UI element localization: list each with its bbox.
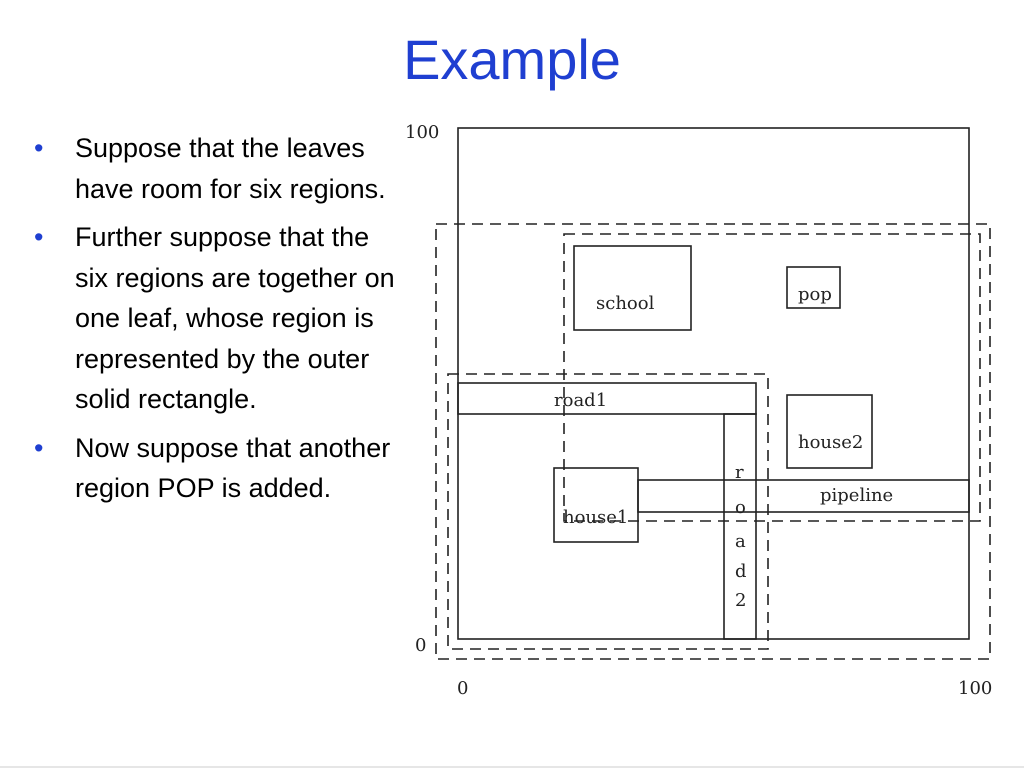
house2-label: house2: [798, 432, 863, 453]
road2-letter: 2: [735, 590, 746, 611]
bullet-text: Further suppose that the six regions are…: [75, 222, 395, 414]
road2-letter: d: [735, 561, 747, 582]
house2-rect: [786, 394, 873, 469]
bullet-dot-icon: •: [34, 222, 44, 252]
pipeline-rect: [637, 479, 970, 513]
bullet-dot-icon: •: [34, 133, 44, 163]
bullet-text: Now suppose that another region POP is a…: [75, 432, 391, 504]
house1-label: house1: [563, 507, 628, 528]
bullet-item: • Now suppose that another region POP is …: [34, 428, 404, 509]
outer-dashed-rect: [435, 223, 991, 660]
bullet-list: • Suppose that the leaves have room for s…: [34, 128, 404, 517]
bullet-item: • Suppose that the leaves have room for s…: [34, 128, 404, 209]
pop-rect: [786, 266, 841, 309]
bullet-text: Suppose that the leaves have room for si…: [75, 133, 386, 204]
upper-dashed-rect: [563, 233, 981, 522]
road2-letter: r: [735, 462, 744, 483]
school-rect: [573, 245, 692, 331]
bullet-item: • Further suppose that the six regions ar…: [34, 217, 404, 420]
road2-letter: a: [735, 531, 746, 552]
region-diagram: 100 0 0 100 school pop road1 house2 hous…: [405, 122, 992, 699]
x-min-label: 0: [457, 678, 468, 699]
school-label: school: [596, 293, 655, 314]
road2-letter: o: [735, 497, 746, 518]
y-max-label: 100: [405, 122, 439, 143]
x-max-label: 100: [958, 678, 992, 699]
road2-rect: [723, 413, 757, 640]
slide-title: Example: [403, 28, 621, 91]
house1-rect: [553, 467, 639, 543]
pipeline-label: pipeline: [820, 485, 893, 506]
bullet-dot-icon: •: [34, 432, 44, 463]
y-min-label: 0: [415, 635, 426, 656]
road1-rect: [457, 382, 757, 415]
pop-label: pop: [798, 284, 832, 305]
road1-label: road1: [554, 390, 607, 411]
footer-divider: [0, 766, 1024, 768]
